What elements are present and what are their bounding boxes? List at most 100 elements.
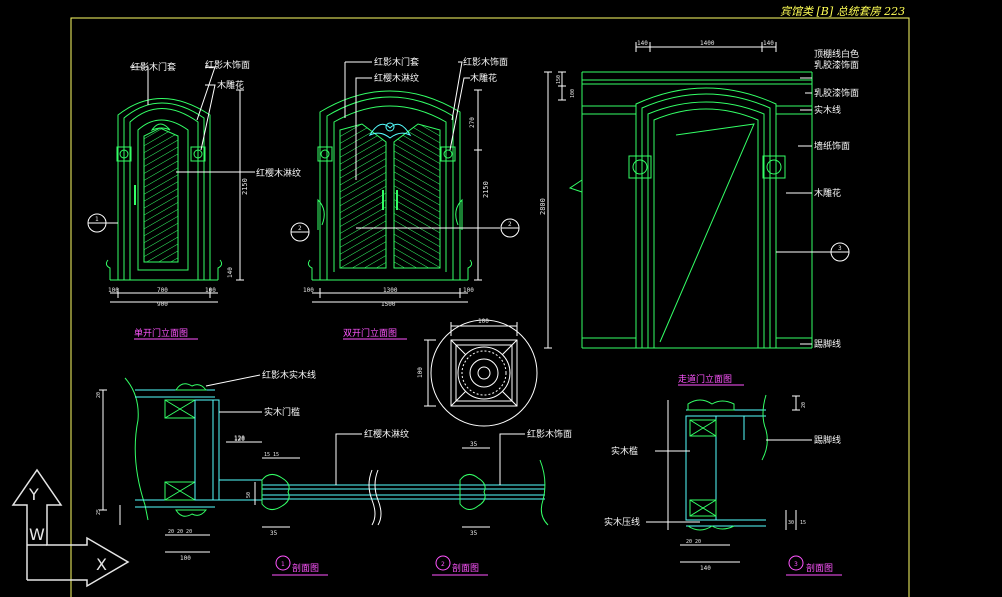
doorway-skirting-label: 踢脚线: [814, 338, 841, 350]
doorway-latex-label: 乳胶漆饰面: [814, 87, 859, 99]
doorway-height-dim: [544, 71, 566, 349]
section-1-drawing: [124, 377, 262, 521]
section-3-dim-b1: 20 20: [686, 539, 701, 545]
section-3-dims: [680, 395, 800, 563]
double-door-top-value: 270: [469, 117, 476, 128]
double-door-carving-label: 木雕花: [470, 72, 497, 84]
ucs-y-label: Y: [28, 485, 39, 504]
section-2-dim-d3: 50: [246, 492, 252, 498]
double-door-section-number-left: 2: [298, 225, 302, 232]
drawing-frame: [70, 17, 910, 597]
section-3-dim-right-c: 15: [800, 520, 806, 526]
double-door-dim-right: 100: [463, 287, 474, 294]
section-2-veneer-label: 红樱木淋纹: [364, 428, 409, 440]
double-door-height-value: 2150: [482, 181, 490, 198]
section-1-dim-left-b: 25: [96, 509, 102, 515]
section-1-moulding-label: 红影木实木线: [262, 369, 316, 381]
section-1-dim-b3: 100: [180, 555, 191, 562]
doorway-dim-top-right: 140: [763, 40, 774, 47]
single-door-section-number: 1: [95, 216, 99, 223]
section-1-marker: [275, 555, 291, 571]
single-door-caption: 单开门立面图: [134, 327, 188, 339]
doorway-carving-label: 木雕花: [814, 187, 841, 199]
section-1-dim-b1: 120: [234, 435, 245, 442]
section-1-leaders: [205, 374, 262, 413]
section-1-dims: [99, 389, 262, 553]
section-3-jamb-label: 实木槛: [611, 445, 638, 457]
section-2-marker: [435, 555, 451, 571]
double-door-section-markers: [290, 218, 520, 242]
section-1-caption: 剖面图: [292, 562, 319, 574]
section-2-caption: 剖面图: [452, 562, 479, 574]
single-door-bottom-dims: [110, 288, 218, 303]
double-door-frame-label: 红影木门套: [374, 56, 419, 68]
section-1-dim-b2: 20 20 20: [168, 529, 192, 535]
doorway-section-marker: [830, 242, 850, 262]
section-3-marker-number: 3: [794, 561, 798, 568]
ucs-icon: [11, 468, 130, 588]
section-2-dim-d1: 120: [234, 436, 245, 443]
single-door-elevation: [105, 98, 223, 281]
section-2-dims: [254, 447, 490, 528]
double-door-dim-mid: 1300: [383, 287, 398, 294]
section-2-trim-label: 红影木饰面: [527, 428, 572, 440]
section-2-leaders: [335, 433, 525, 485]
doorway-topline-label: 顶棚线白色: [814, 48, 859, 60]
single-door-height-dim: [236, 89, 244, 281]
section-2-dim-d4: 35: [270, 530, 278, 537]
section-2-dim-d2: 15 15: [264, 452, 279, 458]
double-door-height-dim: [474, 89, 482, 281]
double-door-caption: 双开门立面图: [343, 327, 397, 339]
section-3-press-label: 实木压线: [604, 516, 640, 528]
section-2-dim-d6: 35: [470, 530, 478, 537]
doorway-leaders: [786, 77, 812, 345]
rosette-detail: [430, 319, 538, 427]
section-1-jamb-label: 实木门槛: [264, 406, 300, 418]
single-door-right-extra: 140: [227, 267, 234, 278]
section-1-marker-number: 1: [281, 561, 285, 568]
section-3-dim-right-a: 20: [801, 402, 807, 408]
double-door-section-number-right: 2: [508, 221, 512, 228]
doorway-topline-label-2: 乳胶漆饰面: [814, 59, 859, 71]
section-3-caption: 剖面图: [806, 562, 833, 574]
rosette-dim-side: 100: [417, 367, 424, 378]
double-door-leaders: [344, 61, 500, 229]
section-2-marker-number: 2: [441, 561, 445, 568]
single-door-carving-label: 木雕花: [217, 79, 244, 91]
sheet-title: 宾馆类 [B] 总统套房 223: [780, 5, 905, 18]
doorway-height-value: 2800: [539, 198, 547, 215]
section-3-marker: [788, 555, 804, 571]
doorway-side-a: 150: [556, 75, 562, 84]
section-3-skirting-label: 踢脚线: [814, 434, 841, 446]
doorway-section-number: 3: [838, 245, 842, 252]
double-door-bottom-dims: [312, 288, 468, 303]
section-1-dim-left-a: 20: [96, 392, 102, 398]
section-3-dim-right-b: 30: [788, 520, 794, 526]
doorway-elevation: [568, 71, 832, 349]
double-door-dim-total: 1500: [381, 301, 396, 308]
doorway-top-dims: [635, 42, 777, 52]
double-door-dim-left: 100: [303, 287, 314, 294]
single-door-dim-total: 900: [157, 301, 168, 308]
section-2-dim-d5: 35: [470, 441, 478, 448]
single-door-section-marker: [87, 213, 118, 233]
single-door-height-value: 2150: [241, 178, 249, 195]
double-door-veneer-label: 红樱木淋纹: [374, 72, 419, 84]
ucs-w-label: W: [29, 525, 45, 544]
rosette-dims: [424, 322, 518, 407]
single-door-leaders: [130, 66, 255, 173]
section-3-drawing: [685, 394, 768, 531]
section-3-dim-b2: 140: [700, 565, 711, 572]
single-door-dim-right: 100: [205, 287, 216, 294]
doorway-solidwood-label: 实木线: [814, 104, 841, 116]
double-door-trim-label: 红影木饰面: [463, 56, 508, 68]
doorway-dim-top-mid: 1400: [700, 40, 715, 47]
single-door-veneer-label: 红樱木淋纹: [256, 167, 301, 179]
rosette-dim-top: 100: [478, 318, 489, 325]
doorway-caption: 走道门立面图: [678, 373, 732, 385]
doorway-wall-label: 墙纸饰面: [814, 140, 850, 152]
ucs-x-label: X: [96, 555, 107, 574]
single-door-frame-label: 红影木门套: [131, 61, 176, 73]
double-door-elevation: [307, 90, 473, 281]
